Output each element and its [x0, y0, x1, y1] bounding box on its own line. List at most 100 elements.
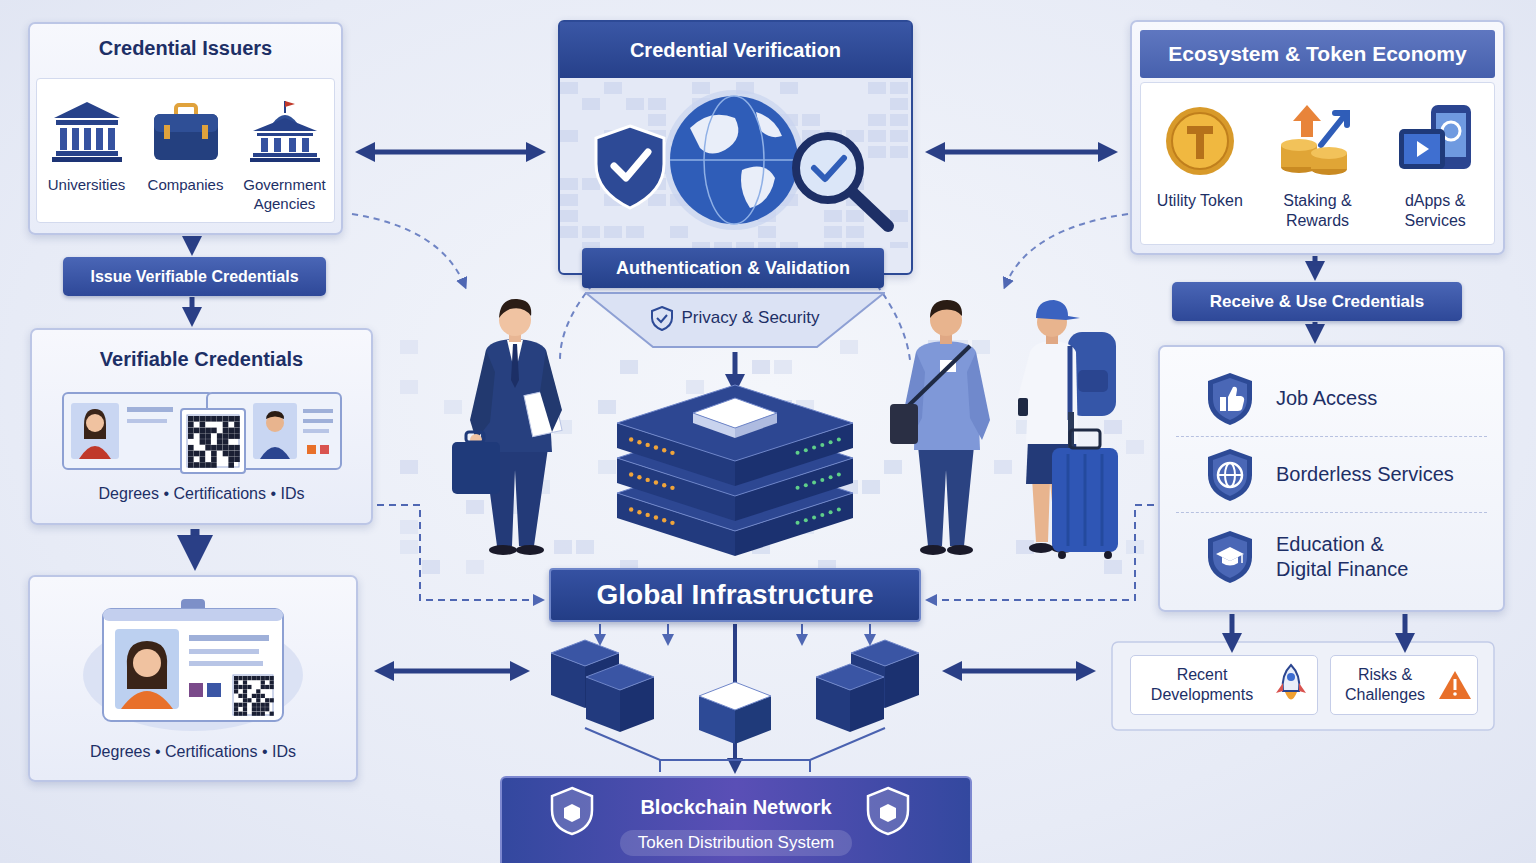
person-figure	[967, 352, 990, 440]
graphic-part	[56, 120, 118, 125]
token-icon	[1277, 101, 1357, 177]
graphic-part	[133, 649, 161, 677]
graphic-part	[84, 409, 106, 439]
graphic-part	[302, 138, 309, 152]
person-figure	[947, 545, 973, 555]
graphic-part	[780, 82, 798, 94]
graphic-part	[261, 694, 265, 698]
graphic-part	[52, 157, 122, 162]
box-label: Global Infrastructure	[597, 579, 874, 611]
graphic-part	[582, 98, 600, 110]
server-light	[837, 438, 841, 442]
panel-header: Ecosystem & Token Economy	[1140, 30, 1495, 78]
graphic-part	[188, 445, 194, 451]
graphic-part	[586, 293, 884, 347]
graphic-part	[199, 416, 205, 422]
graphic-part	[228, 445, 234, 451]
validation-band: Authentication & Validation	[582, 248, 884, 288]
graphic-part	[741, 166, 775, 208]
server-light	[796, 486, 800, 490]
graphic-part	[265, 698, 269, 702]
shield-icon	[1206, 371, 1254, 427]
person-figure	[540, 350, 562, 432]
graphic-part	[890, 82, 908, 94]
info-box: Risks & Challenges	[1330, 655, 1478, 715]
graphic-part	[657, 315, 667, 322]
person-figure	[904, 346, 970, 410]
graphic-part	[890, 130, 908, 142]
graphic-part	[222, 439, 228, 445]
graphic-part	[1311, 147, 1347, 159]
server-light	[637, 440, 641, 444]
graphic-part	[1208, 531, 1252, 583]
graphic-part	[57, 387, 347, 475]
graphic-part	[890, 146, 908, 158]
graphic-part	[1277, 101, 1357, 177]
graphic-part	[253, 153, 317, 157]
graphic-part	[243, 698, 247, 702]
graphic-part	[189, 649, 259, 654]
graphic-part	[890, 98, 908, 110]
graphic-part	[216, 445, 222, 451]
graphic-part	[270, 685, 274, 689]
connector-arrow	[1403, 614, 1408, 643]
person-figure	[1036, 300, 1080, 320]
person-figure	[516, 545, 544, 555]
graphic-part	[560, 130, 578, 142]
graphic-part	[868, 146, 886, 158]
server-light	[629, 507, 633, 511]
network-wire	[659, 760, 661, 772]
graphic-part	[253, 403, 297, 459]
graphic-part	[243, 707, 247, 711]
person-figure	[1058, 551, 1066, 559]
graphic-part	[238, 676, 242, 680]
pill-label: Issue Verifiable Credentials	[90, 268, 298, 286]
icon-column: dApps & Services	[1379, 101, 1491, 244]
graphic-part	[234, 707, 238, 711]
server-hub	[699, 682, 771, 710]
graphic-part	[199, 422, 205, 428]
graphic-part	[127, 419, 167, 423]
pixel-block	[422, 560, 440, 574]
graphic-part	[824, 210, 842, 222]
down-arrow	[733, 352, 738, 384]
graphic-part	[189, 661, 263, 666]
graphic-part	[1220, 386, 1244, 410]
server-light	[829, 475, 833, 479]
pixel-block	[400, 540, 418, 554]
graphic-part	[796, 136, 860, 200]
graphic-part	[261, 703, 265, 707]
server-light	[629, 437, 633, 441]
graphic-part	[211, 456, 217, 462]
person-figure	[1052, 448, 1118, 552]
server-light	[812, 481, 816, 485]
graphic-part	[1213, 536, 1247, 578]
graphic-part	[243, 680, 247, 684]
graphic-part	[154, 114, 218, 132]
graphic-part	[193, 416, 199, 422]
graphic-part	[1206, 371, 1254, 427]
server-light	[796, 451, 800, 455]
graphic-part	[253, 118, 317, 131]
graphic-part	[868, 114, 886, 126]
issuer-label: Companies	[148, 175, 224, 194]
person-figure	[1067, 454, 1070, 546]
graphic-part	[188, 456, 194, 462]
graphic-part	[81, 597, 305, 733]
issuer-icon	[51, 99, 123, 163]
graphic-part	[211, 445, 217, 451]
credential-card-panel: Degrees • Certifications • IDs	[28, 575, 358, 782]
graphic-part	[222, 451, 228, 457]
infrastructure-box: Global Infrastructure	[549, 568, 921, 622]
graphic-part	[79, 446, 111, 459]
graphic-part	[289, 138, 296, 152]
icon-column: Companies	[138, 99, 234, 222]
graphic-part	[651, 306, 673, 331]
graphic-part	[690, 115, 738, 154]
graphic-part	[222, 428, 228, 434]
pixel-block	[994, 460, 1012, 474]
graphic-part	[228, 416, 234, 422]
pixel-block	[576, 540, 594, 554]
server-box	[586, 664, 654, 690]
person-figure	[918, 446, 974, 546]
